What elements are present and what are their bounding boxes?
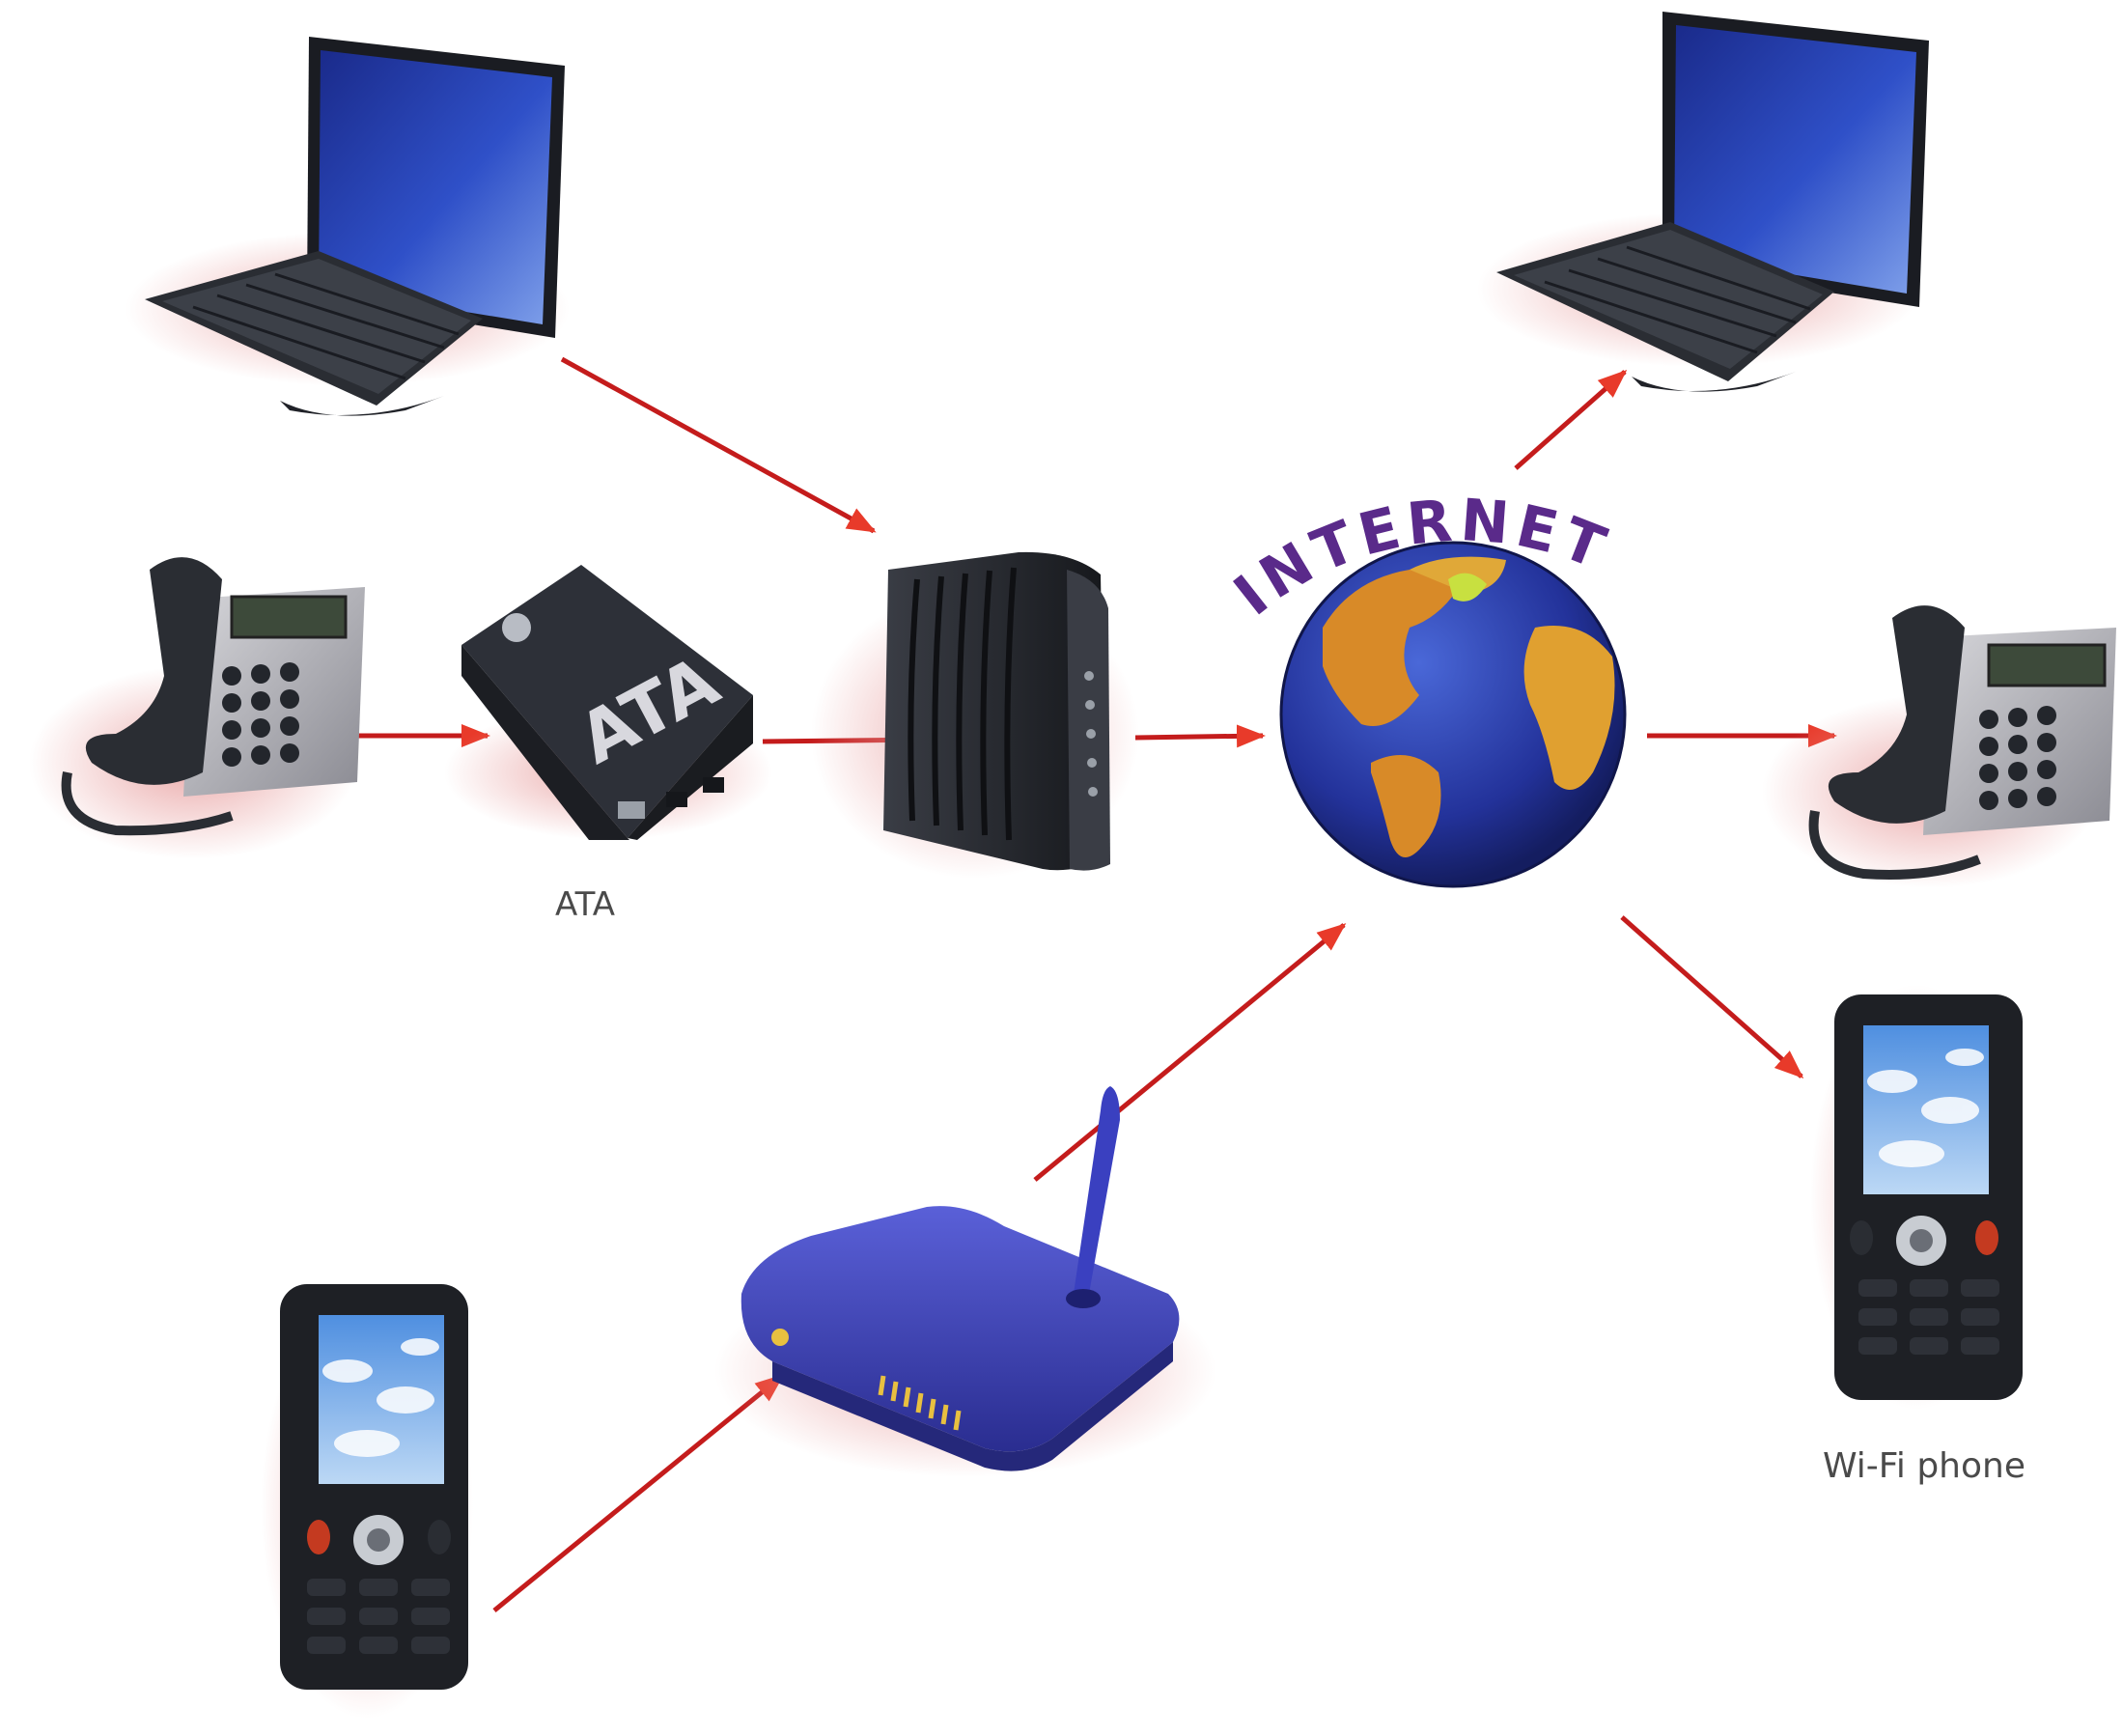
ata-adapter-icon: ATA <box>461 565 753 840</box>
arrow-internet-to-computer <box>1514 370 1628 470</box>
mobile-phone-icon <box>280 1284 468 1690</box>
desk-phone-icon <box>61 557 365 836</box>
globe-icon <box>1279 541 1627 888</box>
desktop-computer-icon <box>145 37 565 416</box>
connection-arrows <box>340 356 1837 1612</box>
wireless-router-icon <box>740 1086 1180 1471</box>
desktop-computer-icon <box>1496 12 1929 392</box>
cable-modem <box>811 551 1139 879</box>
internet-globe: INTERNET <box>1222 487 1627 888</box>
cable-modem-icon <box>883 551 1110 871</box>
arrow-mobile-to-router <box>492 1374 785 1612</box>
arrow-router-to-internet <box>1033 923 1347 1182</box>
wifi-phone-label: Wi-Fi phone <box>1823 1446 2025 1486</box>
arrow-computer-to-modem <box>560 356 877 534</box>
arrow-internet-to-wifi-phone <box>1620 915 1804 1078</box>
desk-phone-right <box>1762 605 2116 888</box>
desk-phone-icon <box>1808 605 2116 880</box>
desk-phone-left <box>29 557 365 859</box>
mobile-phone-icon <box>1834 994 2023 1400</box>
wireless-router <box>714 1086 1216 1477</box>
wifi-phone-right: Wi-Fi phone <box>1810 985 2025 1486</box>
ata-adapter: ATA ATA <box>444 565 772 924</box>
desktop-computer-right <box>1477 12 1929 392</box>
mobile-phone-left <box>261 1284 473 1719</box>
arrow-modem-to-internet <box>1134 724 1266 748</box>
desktop-computer-left <box>126 37 570 416</box>
ata-label: ATA <box>555 885 615 924</box>
